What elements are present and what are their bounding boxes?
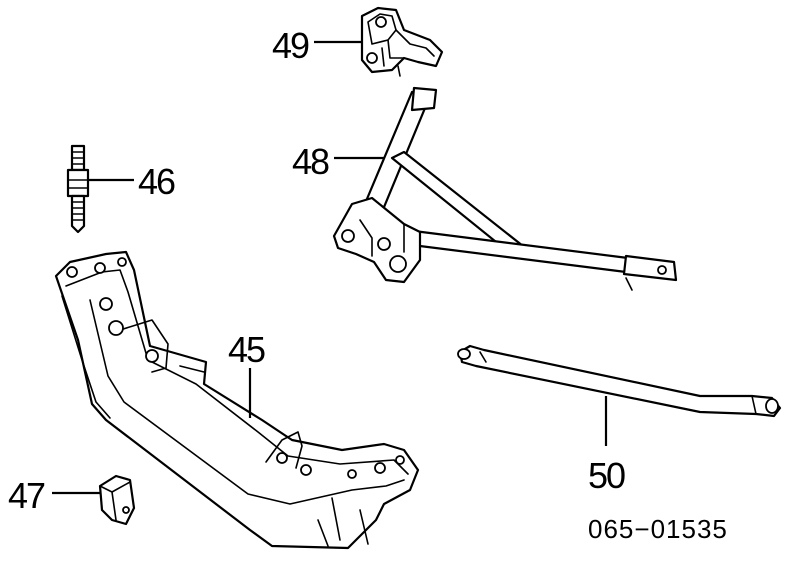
part-48-rod-assembly	[332, 86, 678, 291]
part-50-strut-rod	[457, 344, 782, 418]
label-48: 48	[292, 141, 329, 182]
label-46: 46	[138, 161, 175, 202]
label-50: 50	[588, 455, 625, 496]
part-47-stopper	[98, 474, 136, 526]
label-47: 47	[8, 475, 45, 516]
label-49: 49	[272, 25, 309, 66]
part-49-bracket	[360, 6, 444, 77]
part-45-crossmember	[54, 250, 420, 550]
drawing-code: 065−01535	[588, 514, 728, 544]
label-45: 45	[228, 329, 265, 370]
part-46-stud-bolt	[66, 144, 90, 234]
